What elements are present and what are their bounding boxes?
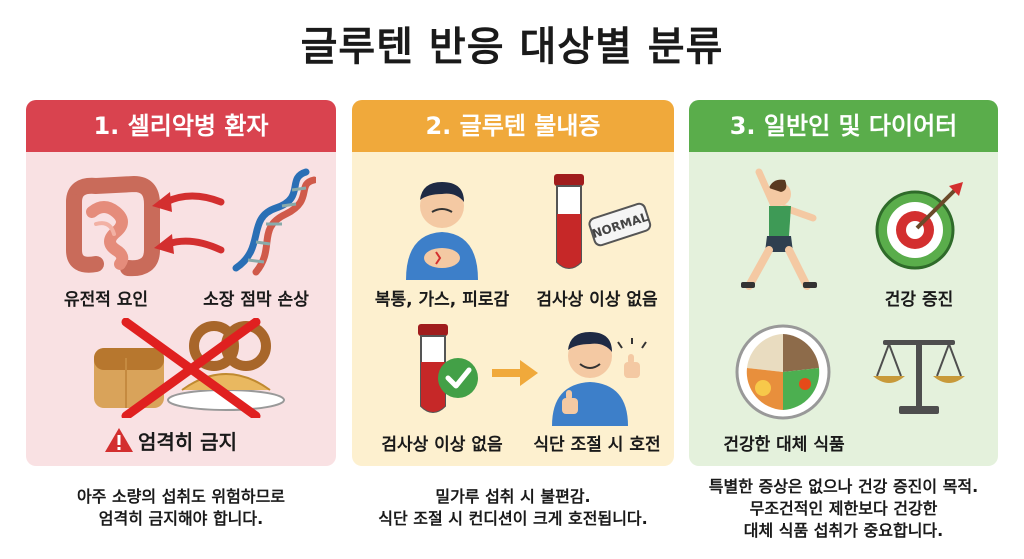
panel-celiac-header: 1. 셀리악병 환자 xyxy=(26,100,336,152)
panel-intolerance-header: 2. 글루텐 불내증 xyxy=(352,100,674,152)
note-general-line-1: 특별한 증상은 없으나 건강 증진이 목적. xyxy=(708,477,979,496)
stretching-woman-icon xyxy=(741,168,817,290)
happy-person-thumbsup-icon xyxy=(552,332,647,426)
balance-scale-icon xyxy=(873,340,965,414)
note-general: 특별한 증상은 없으나 건강 증진이 목적. 무조건적인 제한보다 건강한 대체… xyxy=(689,476,998,542)
healthy-food-plate-icon xyxy=(735,324,831,420)
note-intolerance-line-1: 밀가루 섭취 시 불편감. xyxy=(435,487,591,506)
panel-general-header: 3. 일반인 및 다이어터 xyxy=(689,100,998,152)
label-test-normal-1: 검사상 이상 없음 xyxy=(536,290,658,310)
label-test-normal-2: 검사상 이상 없음 xyxy=(381,435,503,455)
label-healthy-alternatives: 건강한 대체 식품 xyxy=(723,435,845,455)
note-celiac-line-2: 엄격히 금지해야 합니다. xyxy=(98,509,264,528)
target-icon xyxy=(875,182,963,270)
note-general-line-2: 무조건적인 제한보다 건강한 xyxy=(749,499,938,518)
label-intestinal-damage: 소장 점막 손상 xyxy=(203,290,309,310)
warning-icon xyxy=(105,428,133,452)
stomachache-person-icon xyxy=(406,182,478,280)
gluten-food-crossed-icon xyxy=(94,318,285,418)
note-general-line-3: 대체 식품 섭취가 중요합니다. xyxy=(743,521,944,540)
panel-general: 3. 일반인 및 다이어터 건강 증진 xyxy=(689,100,998,466)
note-intolerance: 밀가루 섭취 시 불편감. 식단 조절 시 컨디션이 크게 호전됩니다. xyxy=(352,486,674,530)
blood-tube-check-icon xyxy=(418,324,478,413)
red-arrows-icon xyxy=(152,192,225,254)
dna-icon xyxy=(232,168,316,276)
label-strictly-forbidden: 엄격히 금지 xyxy=(138,430,237,454)
note-celiac: 아주 소량의 섭취도 위험하므로 엄격히 금지해야 합니다. xyxy=(26,486,336,530)
orange-arrow-icon xyxy=(492,360,538,386)
blood-tube-normal-icon: NORMAL xyxy=(554,174,652,269)
label-health-improvement: 건강 증진 xyxy=(884,290,954,310)
panel-celiac: 1. 셀리악병 환자 유전적 요인 소장 점막 손상 xyxy=(26,100,336,466)
panel-intolerance: 2. 글루텐 불내증 NORMAL 복통, 가스, 피로감 검사상 이상 없음 xyxy=(352,100,674,466)
page-title: 글루텐 반응 대상별 분류 xyxy=(300,24,724,70)
label-genetic-factor: 유전적 요인 xyxy=(63,290,149,310)
label-diet-improvement: 식단 조절 시 호전 xyxy=(533,435,661,455)
intestine-icon xyxy=(66,175,160,277)
note-intolerance-line-2: 식단 조절 시 컨디션이 크게 호전됩니다. xyxy=(378,509,648,528)
label-symptoms: 복통, 가스, 피로감 xyxy=(374,290,510,310)
note-celiac-line-1: 아주 소량의 섭취도 위험하므로 xyxy=(76,487,286,506)
